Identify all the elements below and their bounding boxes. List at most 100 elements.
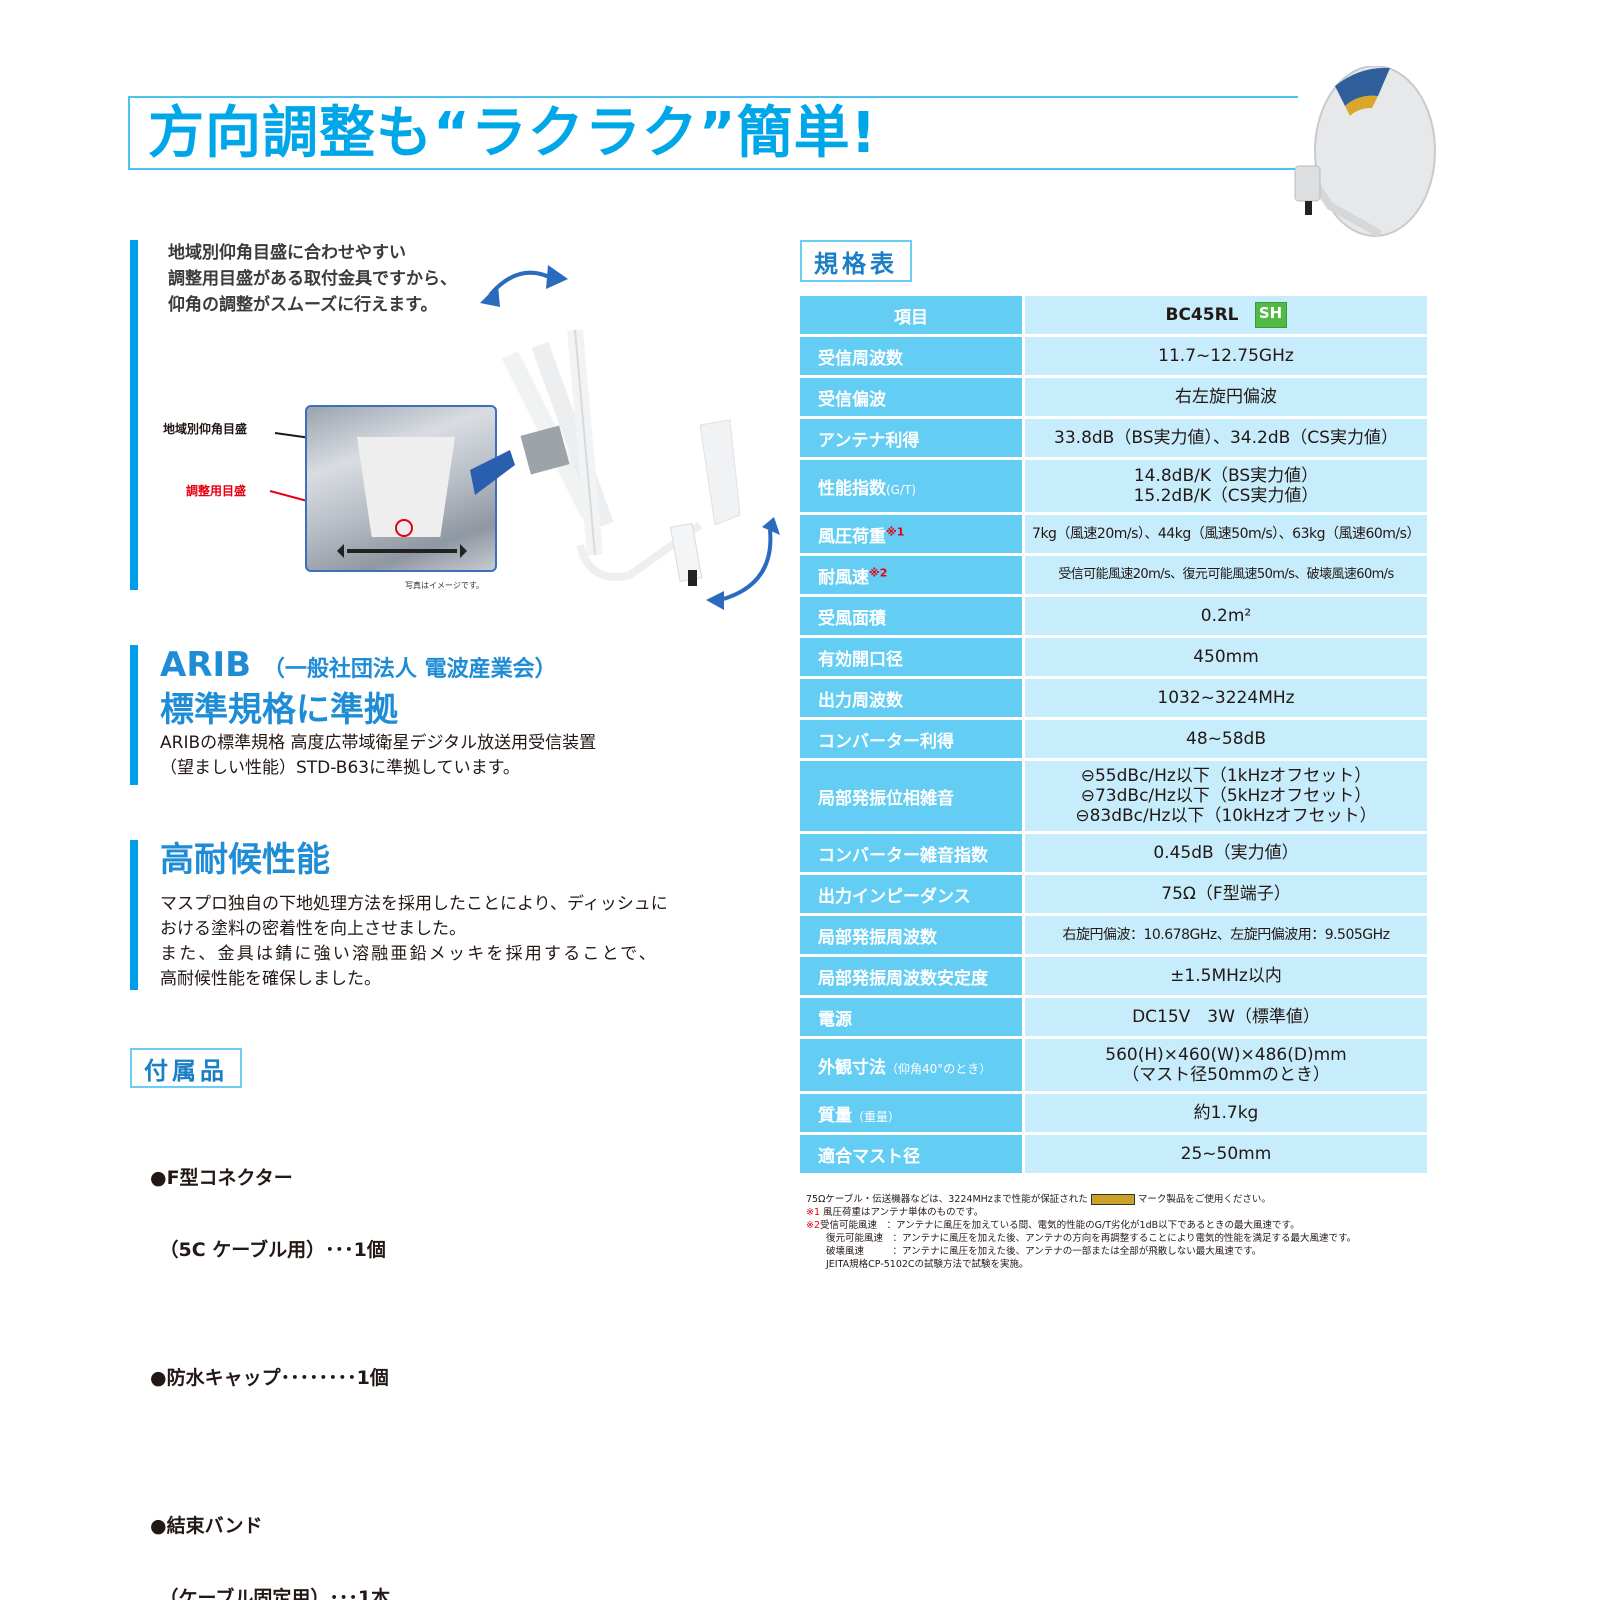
intro-line: 調整用目盛がある取付金具ですから、 — [168, 269, 457, 289]
spec-key: 有効開口径 — [800, 638, 1025, 676]
footnote-line: ※2受信可能風速 ：アンテナに風圧を加えている間、電気的性能のG/T劣化が1dB… — [806, 1219, 1356, 1232]
spec-value: 右左旋円偏波 — [1025, 378, 1427, 416]
spec-key: 風圧荷重※1 — [800, 515, 1025, 553]
arib-title-main: ARIB — [160, 645, 252, 685]
footnote-mark: ※1 — [886, 524, 905, 538]
footnote-line: JEITA規格CP-5102Cの試験方法で試験を実施。 — [826, 1259, 1029, 1270]
spec-row: 局部発振位相雑音 ⊖55dBc/Hz以下（1kHzオフセット） ⊖73dBc/H… — [800, 761, 1427, 831]
spec-key-sub: （仰角40°のとき） — [886, 1061, 992, 1076]
weather-body-line: マスプロ独自の下地処理方法を採用したことにより、ディッシュに — [160, 894, 668, 914]
arib-section: ARIB （一般社団法人 電波産業会） 標準規格に準拠 ARIBの標準規格 高度… — [130, 645, 750, 785]
spec-value: 33.8dB（BS実力値）、34.2dB（CS実力値） — [1025, 419, 1427, 457]
spec-value: 11.7~12.75GHz — [1025, 337, 1427, 375]
arib-body-line: ARIBの標準規格 高度広帯域衛星デジタル放送用受信装置 — [160, 733, 597, 753]
spec-key: 外観寸法（仰角40°のとき） — [800, 1039, 1025, 1091]
footnote-line: 破壊風速 ：アンテナに風圧を加えた後、アンテナの一部または全部が飛散しない最大風… — [826, 1246, 1262, 1257]
rotate-arrow-icon — [337, 544, 467, 558]
arib-title-line2: 標準規格に準拠 — [160, 690, 398, 730]
spec-value-line: 560(H)×460(W)×486(D)mm — [1105, 1045, 1347, 1065]
spec-value: DC15V 3W（標準値） — [1025, 998, 1427, 1036]
spec-value-line: 15.2dB/K（CS実力値） — [1133, 486, 1319, 506]
accessories-title: 付属品 — [130, 1048, 242, 1088]
spec-key: 出力周波数 — [800, 679, 1025, 717]
model-name: BC45RL — [1165, 305, 1239, 325]
spec-value: 48~58dB — [1025, 720, 1427, 758]
spec-key-text: 質量 — [818, 1105, 852, 1126]
weather-body-line: また、金具は錆に強い溶融亜鉛メッキを採用することで、 — [160, 944, 659, 964]
spec-value: 560(H)×460(W)×486(D)mm（マスト径50mmのとき） — [1025, 1039, 1427, 1091]
accessory-item: ●結束バンド （ケーブル固定用）･･･1本 — [150, 1466, 390, 1600]
spec-key: 局部発振位相雑音 — [800, 761, 1025, 831]
spec-key: 適合マスト径 — [800, 1135, 1025, 1173]
spec-value: 450mm — [1025, 638, 1427, 676]
spec-key: 受信偏波 — [800, 378, 1025, 416]
spec-footnotes: 75Ωケーブル・伝送機器などは、3224MHzまで性能が保証された マーク製品を… — [806, 1193, 1356, 1271]
spec-value: 約1.7kg — [1025, 1094, 1427, 1132]
spec-value-line: （マスト径50mmのとき） — [1122, 1065, 1330, 1085]
arib-body-line: （望ましい性能）STD-B63に準拠しています。 — [160, 758, 520, 778]
elevation-scale-label: 地域別仰角目盛 — [163, 422, 248, 436]
footnote-mark: ※2 — [869, 565, 888, 579]
spec-value: 右旋円偏波：10.678GHz、左旋円偏波用：9.505GHz — [1025, 916, 1427, 954]
footnote-text: 75Ωケーブル・伝送機器などは、3224MHzまで性能が保証された — [806, 1194, 1088, 1205]
spec-header-model: BC45RL SH — [1025, 296, 1427, 334]
spec-key: 局部発振周波数 — [800, 916, 1025, 954]
weather-resistance-section: 高耐候性能 マスプロ独自の下地処理方法を採用したことにより、ディッシュに おける… — [130, 840, 750, 990]
spec-key-text: 外観寸法 — [818, 1057, 886, 1078]
spec-key: 電源 — [800, 998, 1025, 1036]
spec-value-line: ⊖73dBc/Hz以下（5kHzオフセット） — [1080, 786, 1372, 806]
spec-value: 0.45dB（実力値） — [1025, 834, 1427, 872]
photo-note: 写真はイメージです。 — [405, 581, 485, 590]
spec-row: 耐風速※2 受信可能風速20m/s、復元可能風速50m/s、破壊風速60m/s — [800, 556, 1427, 594]
spec-key: コンバーター利得 — [800, 720, 1025, 758]
satellite-dish-image — [1294, 66, 1436, 238]
weather-body-line: 高耐候性能を確保しました。 — [160, 969, 381, 989]
spec-key-sub: （重量） — [852, 1109, 901, 1124]
accessory-line: ●防水キャップ････････1個 — [150, 1367, 389, 1389]
intro-text: 地域別仰角目盛に合わせやすい 調整用目盛がある取付金具ですから、 仰角の調整がス… — [168, 240, 528, 318]
spec-key: 質量（重量） — [800, 1094, 1025, 1132]
spec-value: 受信可能風速20m/s、復元可能風速50m/s、破壊風速60m/s — [1025, 556, 1427, 594]
accessory-line: （5C ケーブル用）･･･1個 — [150, 1239, 386, 1261]
footnote-mark: ※2 — [806, 1220, 821, 1231]
footnote-text: 風圧荷重はアンテナ単体のものです。 — [823, 1207, 984, 1218]
footnote-text: 受信可能風速 ：アンテナに風圧を加えている間、電気的性能のG/T劣化が1dB以下… — [820, 1220, 1300, 1231]
headline-banner: 方向調整も“ラクラク”簡単! — [128, 96, 1298, 170]
footnote-mark: ※1 — [806, 1207, 821, 1218]
intro-line: 地域別仰角目盛に合わせやすい — [168, 243, 406, 263]
spec-row: 局部発振周波数安定度±1.5MHz以内 — [800, 957, 1427, 995]
spec-key-text: 風圧荷重 — [818, 526, 886, 547]
spec-key-sub: (G/T) — [886, 482, 917, 497]
spec-row: 質量（重量） 約1.7kg — [800, 1094, 1427, 1132]
footnote-line: 復元可能風速 ：アンテナに風圧を加えた後、アンテナの方向を再調整することにより電… — [826, 1233, 1357, 1244]
spec-value: 25~50mm — [1025, 1135, 1427, 1173]
intro-line: 仰角の調整がスムーズに行えます。 — [168, 295, 438, 315]
accessory-line: ●結束バンド — [150, 1515, 263, 1537]
footnote-text: マーク製品をご使用ください。 — [1137, 1194, 1271, 1205]
accessory-line: （ケーブル固定用）･･･1本 — [150, 1587, 391, 1600]
spec-row: 外観寸法（仰角40°のとき） 560(H)×460(W)×486(D)mm（マス… — [800, 1039, 1427, 1091]
spec-table-title: 規格表 — [800, 240, 912, 282]
spec-key: 受風面積 — [800, 597, 1025, 635]
spec-value: ⊖55dBc/Hz以下（1kHzオフセット） ⊖73dBc/Hz以下（5kHzオ… — [1025, 761, 1427, 831]
footnote-line: 75Ωケーブル・伝送機器などは、3224MHzまで性能が保証された マーク製品を… — [806, 1193, 1356, 1206]
antenna-adjustment-illustration — [470, 265, 780, 610]
spec-row: 風圧荷重※1 7kg（風速20m/s）、44kg（風速50m/s）、63kg（風… — [800, 515, 1427, 553]
spec-key: 局部発振周波数安定度 — [800, 957, 1025, 995]
spec-row: 性能指数(G/T) 14.8dB/K（BS実力値）15.2dB/K（CS実力値） — [800, 460, 1427, 512]
sh-badge-icon: SH — [1254, 302, 1287, 328]
spec-row: 受信偏波右左旋円偏波 — [800, 378, 1427, 416]
arib-title: ARIB （一般社団法人 電波産業会） 標準規格に準拠 — [160, 645, 557, 730]
spec-key: アンテナ利得 — [800, 419, 1025, 457]
arib-body: ARIBの標準規格 高度広帯域衛星デジタル放送用受信装置 （望ましい性能）STD… — [160, 731, 596, 781]
accessory-item: ●防水キャップ････････1個 — [150, 1318, 390, 1438]
weather-body: マスプロ独自の下地処理方法を採用したことにより、ディッシュに おける塗料の密着性… — [160, 892, 668, 992]
spec-key-text: 耐風速 — [818, 567, 869, 588]
